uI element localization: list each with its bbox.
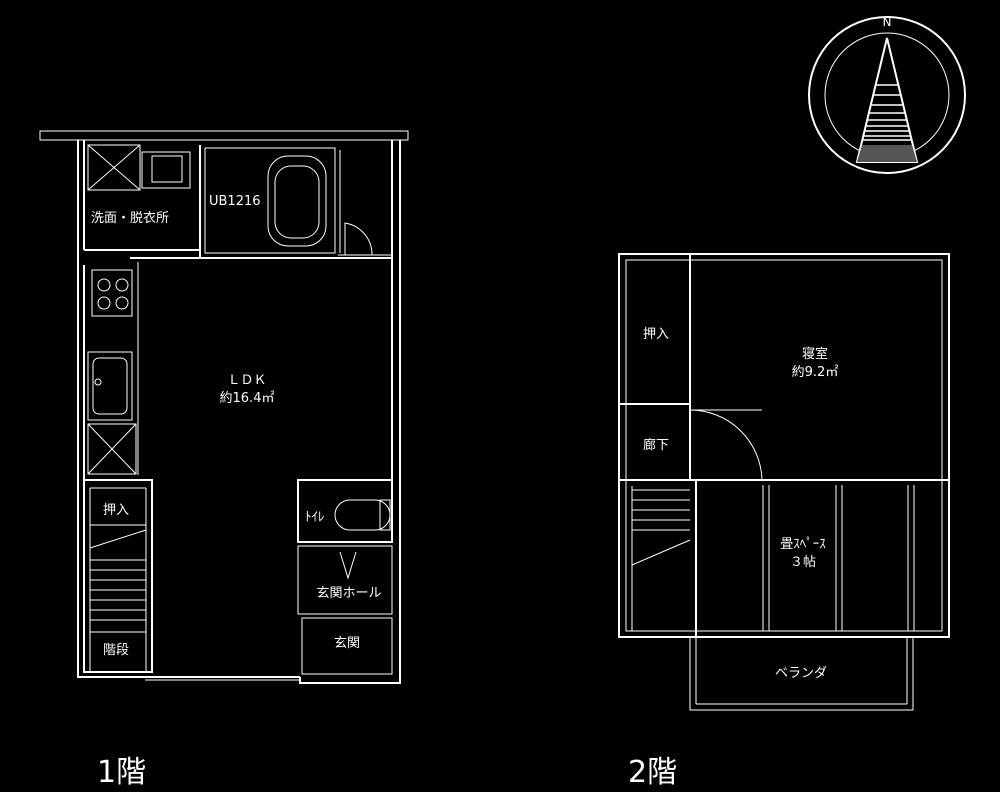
room-label-closet-1f: 押入 bbox=[103, 503, 129, 518]
room-area-ldk: 約16.4㎡ bbox=[220, 391, 275, 406]
floor1-title: 1階 bbox=[97, 755, 146, 790]
room-label-ldk: ＬＤＫ bbox=[227, 373, 266, 388]
room-label-bedroom: 寝室 bbox=[802, 346, 828, 362]
room-label-stairs: 階段 bbox=[103, 643, 129, 658]
floor2-title: 2階 bbox=[628, 755, 677, 790]
floor1-plan bbox=[39, 130, 409, 684]
room-area-tatami-space: ３帖 bbox=[790, 555, 816, 570]
room-label-unit-bath: UB1216 bbox=[209, 194, 261, 209]
floor2-plan bbox=[618, 253, 950, 711]
room-label-washroom: 洗面・脱衣所 bbox=[91, 210, 169, 226]
room-area-bedroom: 約9.2㎡ bbox=[792, 365, 839, 380]
room-label-closet-2f: 押入 bbox=[643, 327, 669, 342]
north-label: N bbox=[883, 15, 892, 29]
compass: N bbox=[808, 15, 966, 174]
room-label-corridor: 廊下 bbox=[643, 437, 669, 453]
room-label-toilet: ﾄｲﾚ bbox=[305, 510, 325, 525]
room-label-balcony: ベランダ bbox=[775, 666, 827, 681]
room-label-entrance-hall: 玄関ホール bbox=[316, 586, 381, 601]
room-label-tatami-space: 畳ｽﾍﾟｰｽ bbox=[780, 537, 826, 552]
room-label-entrance: 玄関 bbox=[334, 636, 360, 651]
